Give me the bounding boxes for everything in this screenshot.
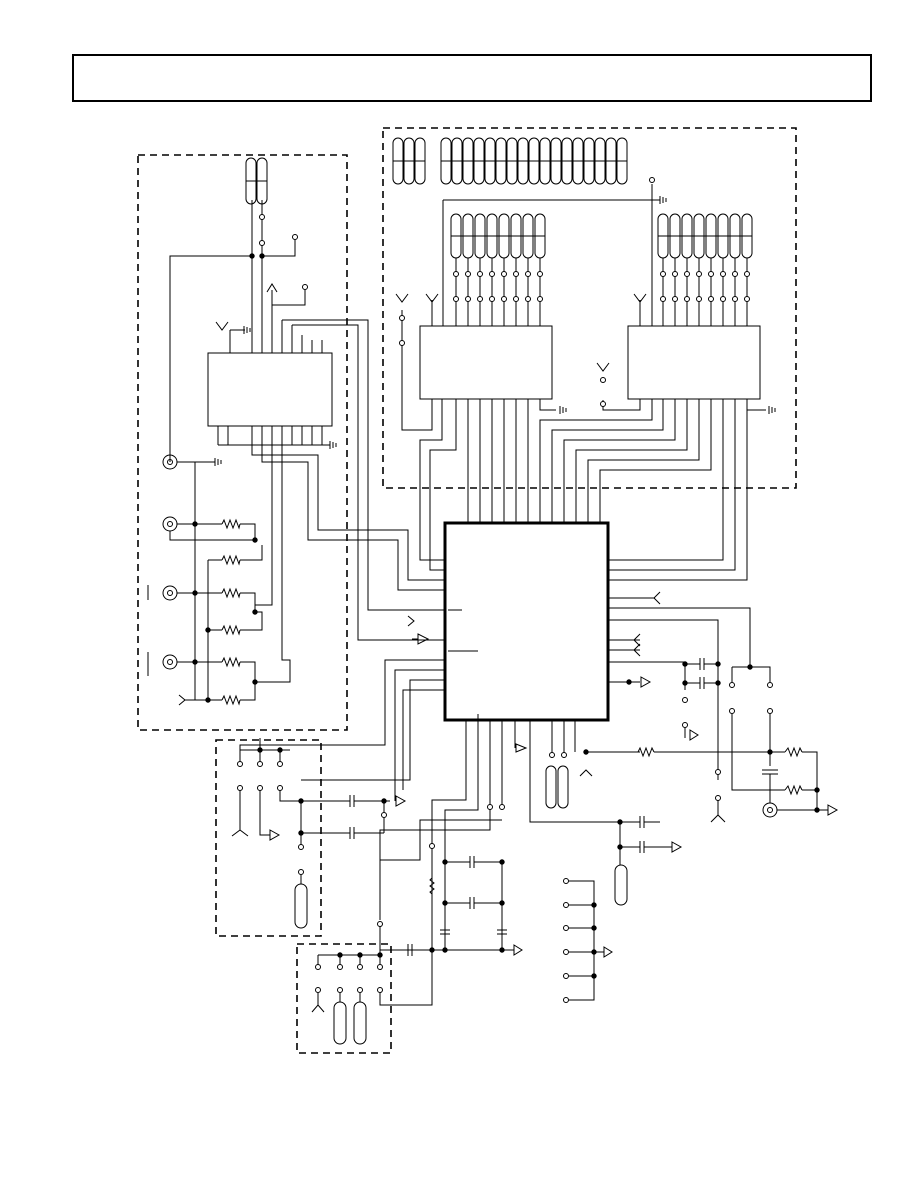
- supply-arrow-symbols: [178, 283, 726, 1013]
- left-top-connector: [245, 157, 308, 290]
- bottom-small-box-circuit: [315, 921, 433, 1045]
- left-ic-top-pins: [229, 200, 445, 641]
- left-ic-body: [207, 352, 333, 427]
- dashed-box-group: [137, 127, 797, 1054]
- triangle-ground-symbols: [269, 633, 839, 958]
- mid-ic-left-pins: [401, 200, 556, 571]
- bnc-connector-4: [162, 654, 256, 682]
- pin-header-bottom: [563, 878, 604, 1003]
- mid-ic-right-body: [627, 325, 761, 400]
- bnc-connector-2: [162, 516, 256, 541]
- main-ic-bottom-wiring: [379, 720, 672, 956]
- ground-symbols: [214, 196, 776, 466]
- mid-ic-left-body: [419, 325, 553, 400]
- main-ic-right-wiring: [583, 597, 828, 818]
- left-resistor-ladder: [147, 462, 263, 706]
- top-right-jumper-bank-right: [657, 213, 753, 259]
- top-right-connector-bank: [392, 137, 660, 201]
- bottom-left-box-circuit: [237, 659, 445, 929]
- left-ic-bottom-pins: [217, 426, 445, 683]
- page-header-box: [72, 54, 872, 102]
- mid-ic-right-pins: [539, 200, 766, 581]
- dashed-box-left-input: [137, 154, 348, 731]
- dashed-box-bottom-left: [215, 739, 322, 937]
- top-right-jumper-bank-left: [450, 213, 546, 259]
- left-ic-feedback-wire: [169, 255, 252, 462]
- main-ic-body: [443, 521, 610, 722]
- bnc-connector-3: [162, 585, 256, 612]
- dashed-box-top-right: [382, 127, 797, 489]
- dashed-box-bottom-small: [296, 943, 392, 1054]
- main-ic-left-bus-1: [402, 689, 445, 790]
- top-right-junction-dots: [399, 271, 750, 407]
- bnc-connector-1: [162, 454, 178, 470]
